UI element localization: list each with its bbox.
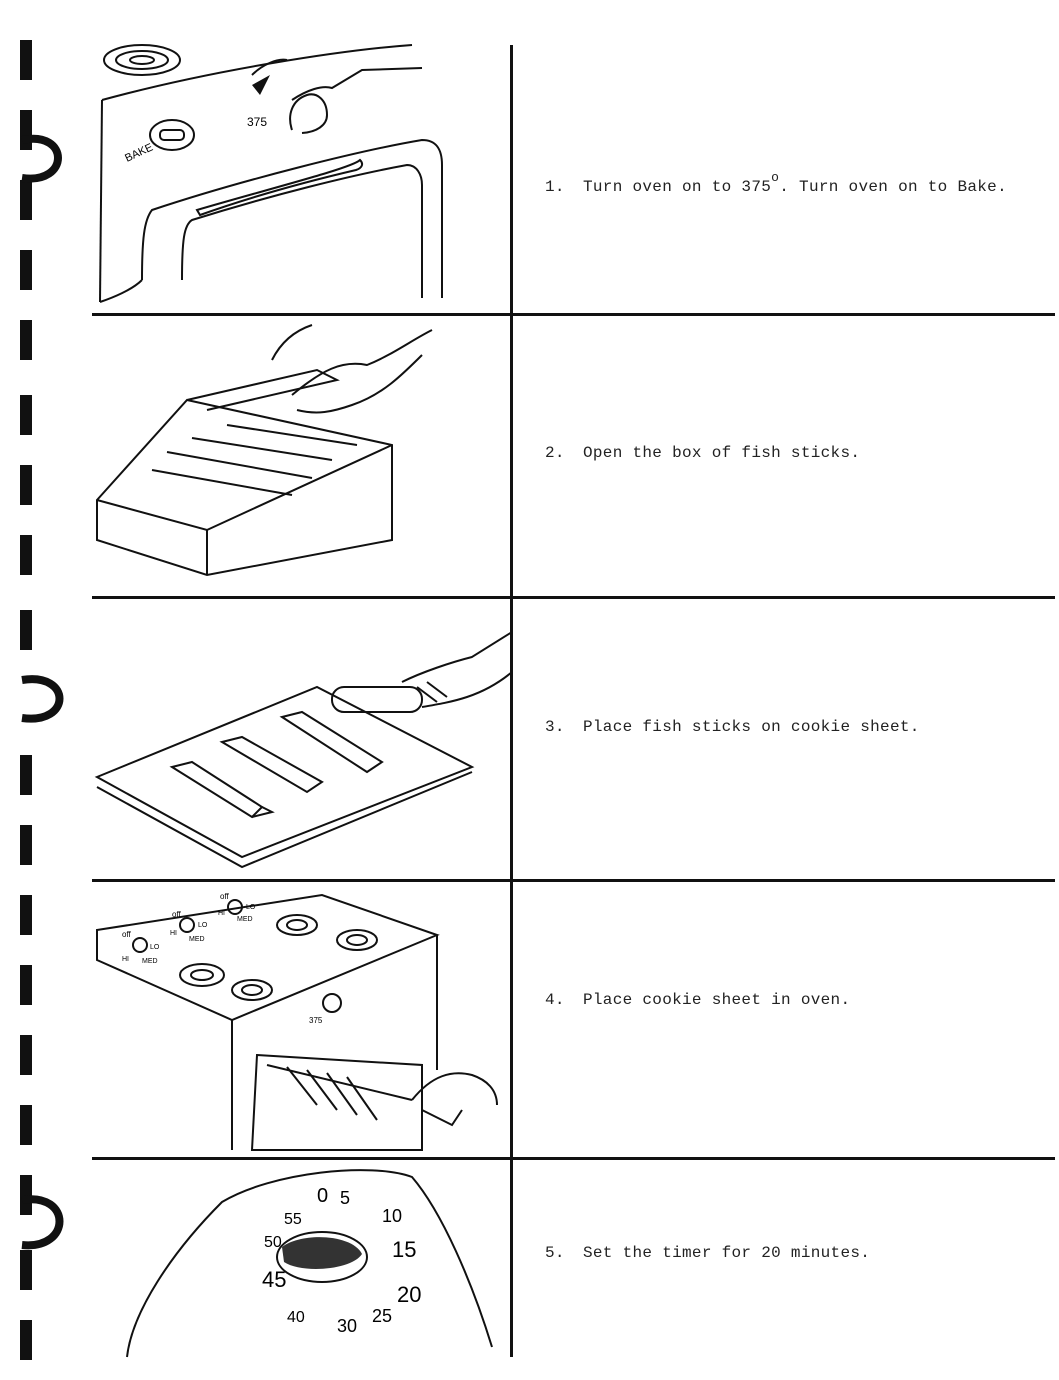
svg-text:LO: LO xyxy=(198,922,208,929)
svg-text:HI: HI xyxy=(218,910,225,917)
divider-4 xyxy=(92,1157,1055,1160)
svg-text:50: 50 xyxy=(264,1234,282,1251)
fish-stick-box-illustration xyxy=(96,324,433,577)
svg-text:MED: MED xyxy=(189,936,205,943)
step-number: 4. xyxy=(545,991,565,1009)
step-4: 4. Place cookie sheet in oven. xyxy=(545,991,850,1009)
svg-text:0: 0 xyxy=(317,1185,328,1207)
spiral-binding xyxy=(20,40,64,1360)
step-2: 2. Open the box of fish sticks. xyxy=(545,444,860,462)
step-3: 3. Place fish sticks on cookie sheet. xyxy=(545,718,920,736)
step-text: Place cookie sheet in oven. xyxy=(583,991,851,1009)
step-text: Place fish sticks on cookie sheet. xyxy=(583,718,920,736)
step-text-continued: . Turn oven on to Bake. xyxy=(779,178,1007,196)
svg-text:375: 375 xyxy=(309,1016,323,1025)
svg-text:25: 25 xyxy=(372,1306,392,1326)
step-text: Open the box of fish sticks. xyxy=(583,444,861,462)
svg-text:off: off xyxy=(172,910,182,919)
step-text: Turn oven on to 375 xyxy=(583,178,772,196)
oven-knob-illustration: BAKE 375 xyxy=(99,44,443,303)
divider-1 xyxy=(92,313,1055,316)
svg-text:HI: HI xyxy=(122,956,129,963)
svg-text:15: 15 xyxy=(392,1237,416,1262)
divider-2 xyxy=(92,596,1055,599)
step-text: Set the timer for 20 minutes. xyxy=(583,1244,871,1262)
column-divider xyxy=(510,45,513,1357)
svg-text:LO: LO xyxy=(150,944,160,951)
svg-text:375: 375 xyxy=(247,115,267,129)
svg-text:5: 5 xyxy=(340,1188,350,1208)
svg-text:10: 10 xyxy=(382,1206,402,1226)
cookie-sheet-illustration xyxy=(94,632,510,869)
svg-text:LO: LO xyxy=(246,904,256,911)
svg-text:30: 30 xyxy=(337,1316,357,1336)
svg-text:55: 55 xyxy=(284,1211,302,1228)
stove-oven-illustration: off off off HI LO MED HI LO MED HI LO ME… xyxy=(96,892,498,1151)
timer-dial-illustration: 0 5 10 15 20 25 30 40 45 50 55 xyxy=(126,1169,493,1358)
step-number: 1. xyxy=(545,178,565,196)
step-5: 5. Set the timer for 20 minutes. xyxy=(545,1244,870,1262)
step-number: 2. xyxy=(545,444,565,462)
svg-text:off: off xyxy=(220,892,230,901)
svg-text:HI: HI xyxy=(170,930,177,937)
svg-text:off: off xyxy=(122,930,132,939)
divider-3 xyxy=(92,879,1055,882)
step-number: 3. xyxy=(545,718,565,736)
step-1: 1. Turn oven on to 375o. Turn oven on to … xyxy=(545,170,1007,196)
step-number: 5. xyxy=(545,1244,565,1262)
svg-text:40: 40 xyxy=(287,1309,305,1326)
svg-text:MED: MED xyxy=(142,958,158,965)
svg-text:MED: MED xyxy=(237,916,253,923)
svg-text:20: 20 xyxy=(397,1282,421,1307)
svg-text:BAKE: BAKE xyxy=(123,141,155,164)
degree-symbol: o xyxy=(771,170,780,185)
svg-text:45: 45 xyxy=(262,1267,286,1292)
